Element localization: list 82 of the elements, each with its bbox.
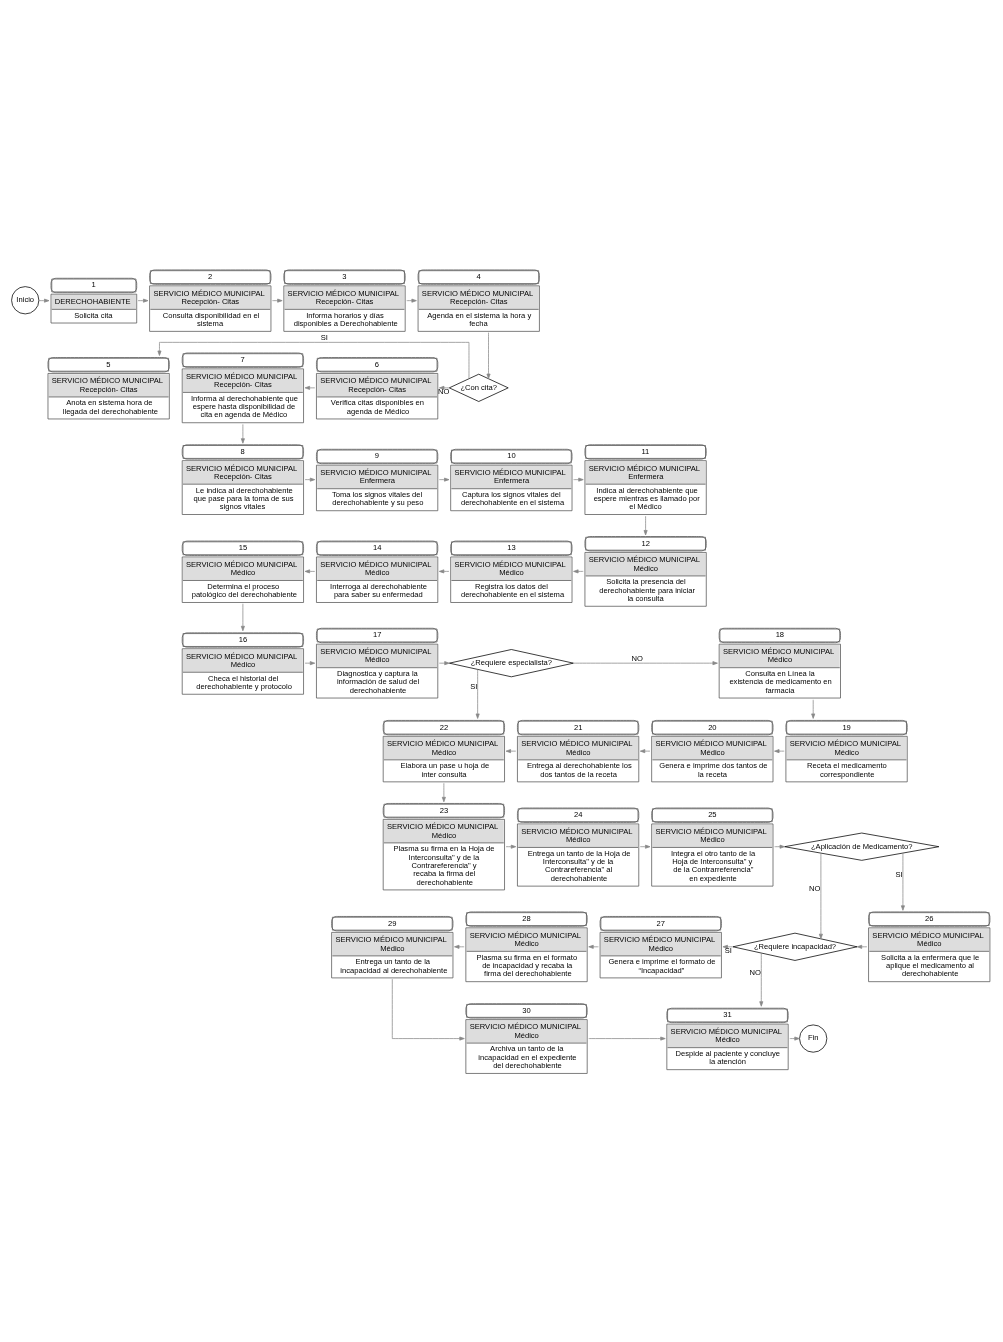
node-label: 21 [573, 722, 583, 732]
arrow [573, 660, 718, 665]
arrow [304, 660, 316, 665]
arrow [240, 602, 245, 631]
arrow [789, 1036, 800, 1041]
arrow [441, 782, 446, 802]
node-label: 14 [372, 542, 382, 552]
node-label: 24 [573, 809, 583, 819]
arrow [438, 568, 450, 573]
arrow [639, 844, 651, 849]
node-label: 9 [374, 450, 380, 460]
node-label: 17 [372, 629, 382, 639]
arrow [304, 568, 316, 573]
edge-label: NO [437, 386, 450, 396]
node-label: 30 [522, 1005, 531, 1015]
node-label: 15 [238, 542, 248, 552]
arrow [811, 698, 816, 719]
arrow [391, 978, 465, 1041]
edge-label: SI [895, 869, 903, 879]
arrow [588, 1036, 666, 1041]
node-label: 16 [238, 634, 248, 644]
node-label: 28 [522, 913, 531, 923]
node-label: 4 [476, 271, 481, 281]
arrow [573, 477, 584, 482]
node-label: 31 [723, 1009, 732, 1019]
node-label: 13 [507, 542, 516, 552]
node-label: 5 [106, 359, 111, 369]
node-label: 8 [240, 446, 245, 456]
arrow [486, 331, 491, 379]
node-label: 23 [439, 805, 449, 815]
node-label: 22 [439, 722, 449, 732]
arrow [588, 944, 599, 949]
node-label: 20 [708, 722, 717, 732]
node-label: 7 [240, 354, 245, 364]
node-diamond: ¿Aplicación de Medicamento? [784, 832, 940, 861]
arrow [818, 852, 823, 939]
arrow [454, 944, 465, 949]
node-label: 19 [842, 722, 851, 732]
node-circle: Fin [799, 1024, 828, 1053]
edge-label: SI [470, 681, 478, 691]
arrow [38, 298, 50, 303]
node-label: 3 [342, 271, 347, 281]
arrow [643, 515, 648, 535]
node-diamond: ¿Requiere especialista? [448, 648, 574, 677]
arrow [157, 341, 470, 379]
arrow [304, 385, 316, 390]
arrow [722, 944, 734, 949]
arrow [573, 568, 584, 573]
arrow [639, 748, 651, 753]
arrow [475, 668, 480, 719]
node-label: 29 [388, 918, 397, 928]
arrow [240, 423, 245, 444]
arrow [856, 944, 868, 949]
node-label: 1 [91, 279, 96, 289]
arrow [505, 844, 517, 849]
edge-label: NO [631, 653, 643, 663]
arrow [438, 477, 450, 482]
edge-label: SI [320, 332, 328, 342]
arrow [137, 298, 149, 303]
node-circle: Inicio [11, 285, 40, 314]
arrow [900, 852, 905, 911]
node-label: 11 [641, 446, 650, 456]
arrow [774, 844, 785, 849]
node-label: 27 [656, 918, 666, 928]
edge-label: NO [749, 967, 761, 977]
node-label: 12 [641, 538, 650, 548]
arrow [774, 748, 785, 753]
node-label: 2 [208, 271, 213, 281]
node-label: 26 [925, 913, 934, 923]
arrow [438, 660, 450, 665]
arrow [505, 748, 517, 753]
edge-label: NO [809, 883, 821, 893]
node-label: 6 [374, 359, 380, 369]
node-label: 10 [507, 450, 516, 460]
node-label: 25 [708, 809, 717, 819]
arrow [406, 298, 417, 303]
arrow [304, 477, 316, 482]
arrow [759, 952, 764, 1007]
edge-label: SI [724, 945, 732, 955]
node-label: 18 [775, 629, 785, 639]
arrow [272, 298, 283, 303]
arrow [439, 385, 450, 390]
